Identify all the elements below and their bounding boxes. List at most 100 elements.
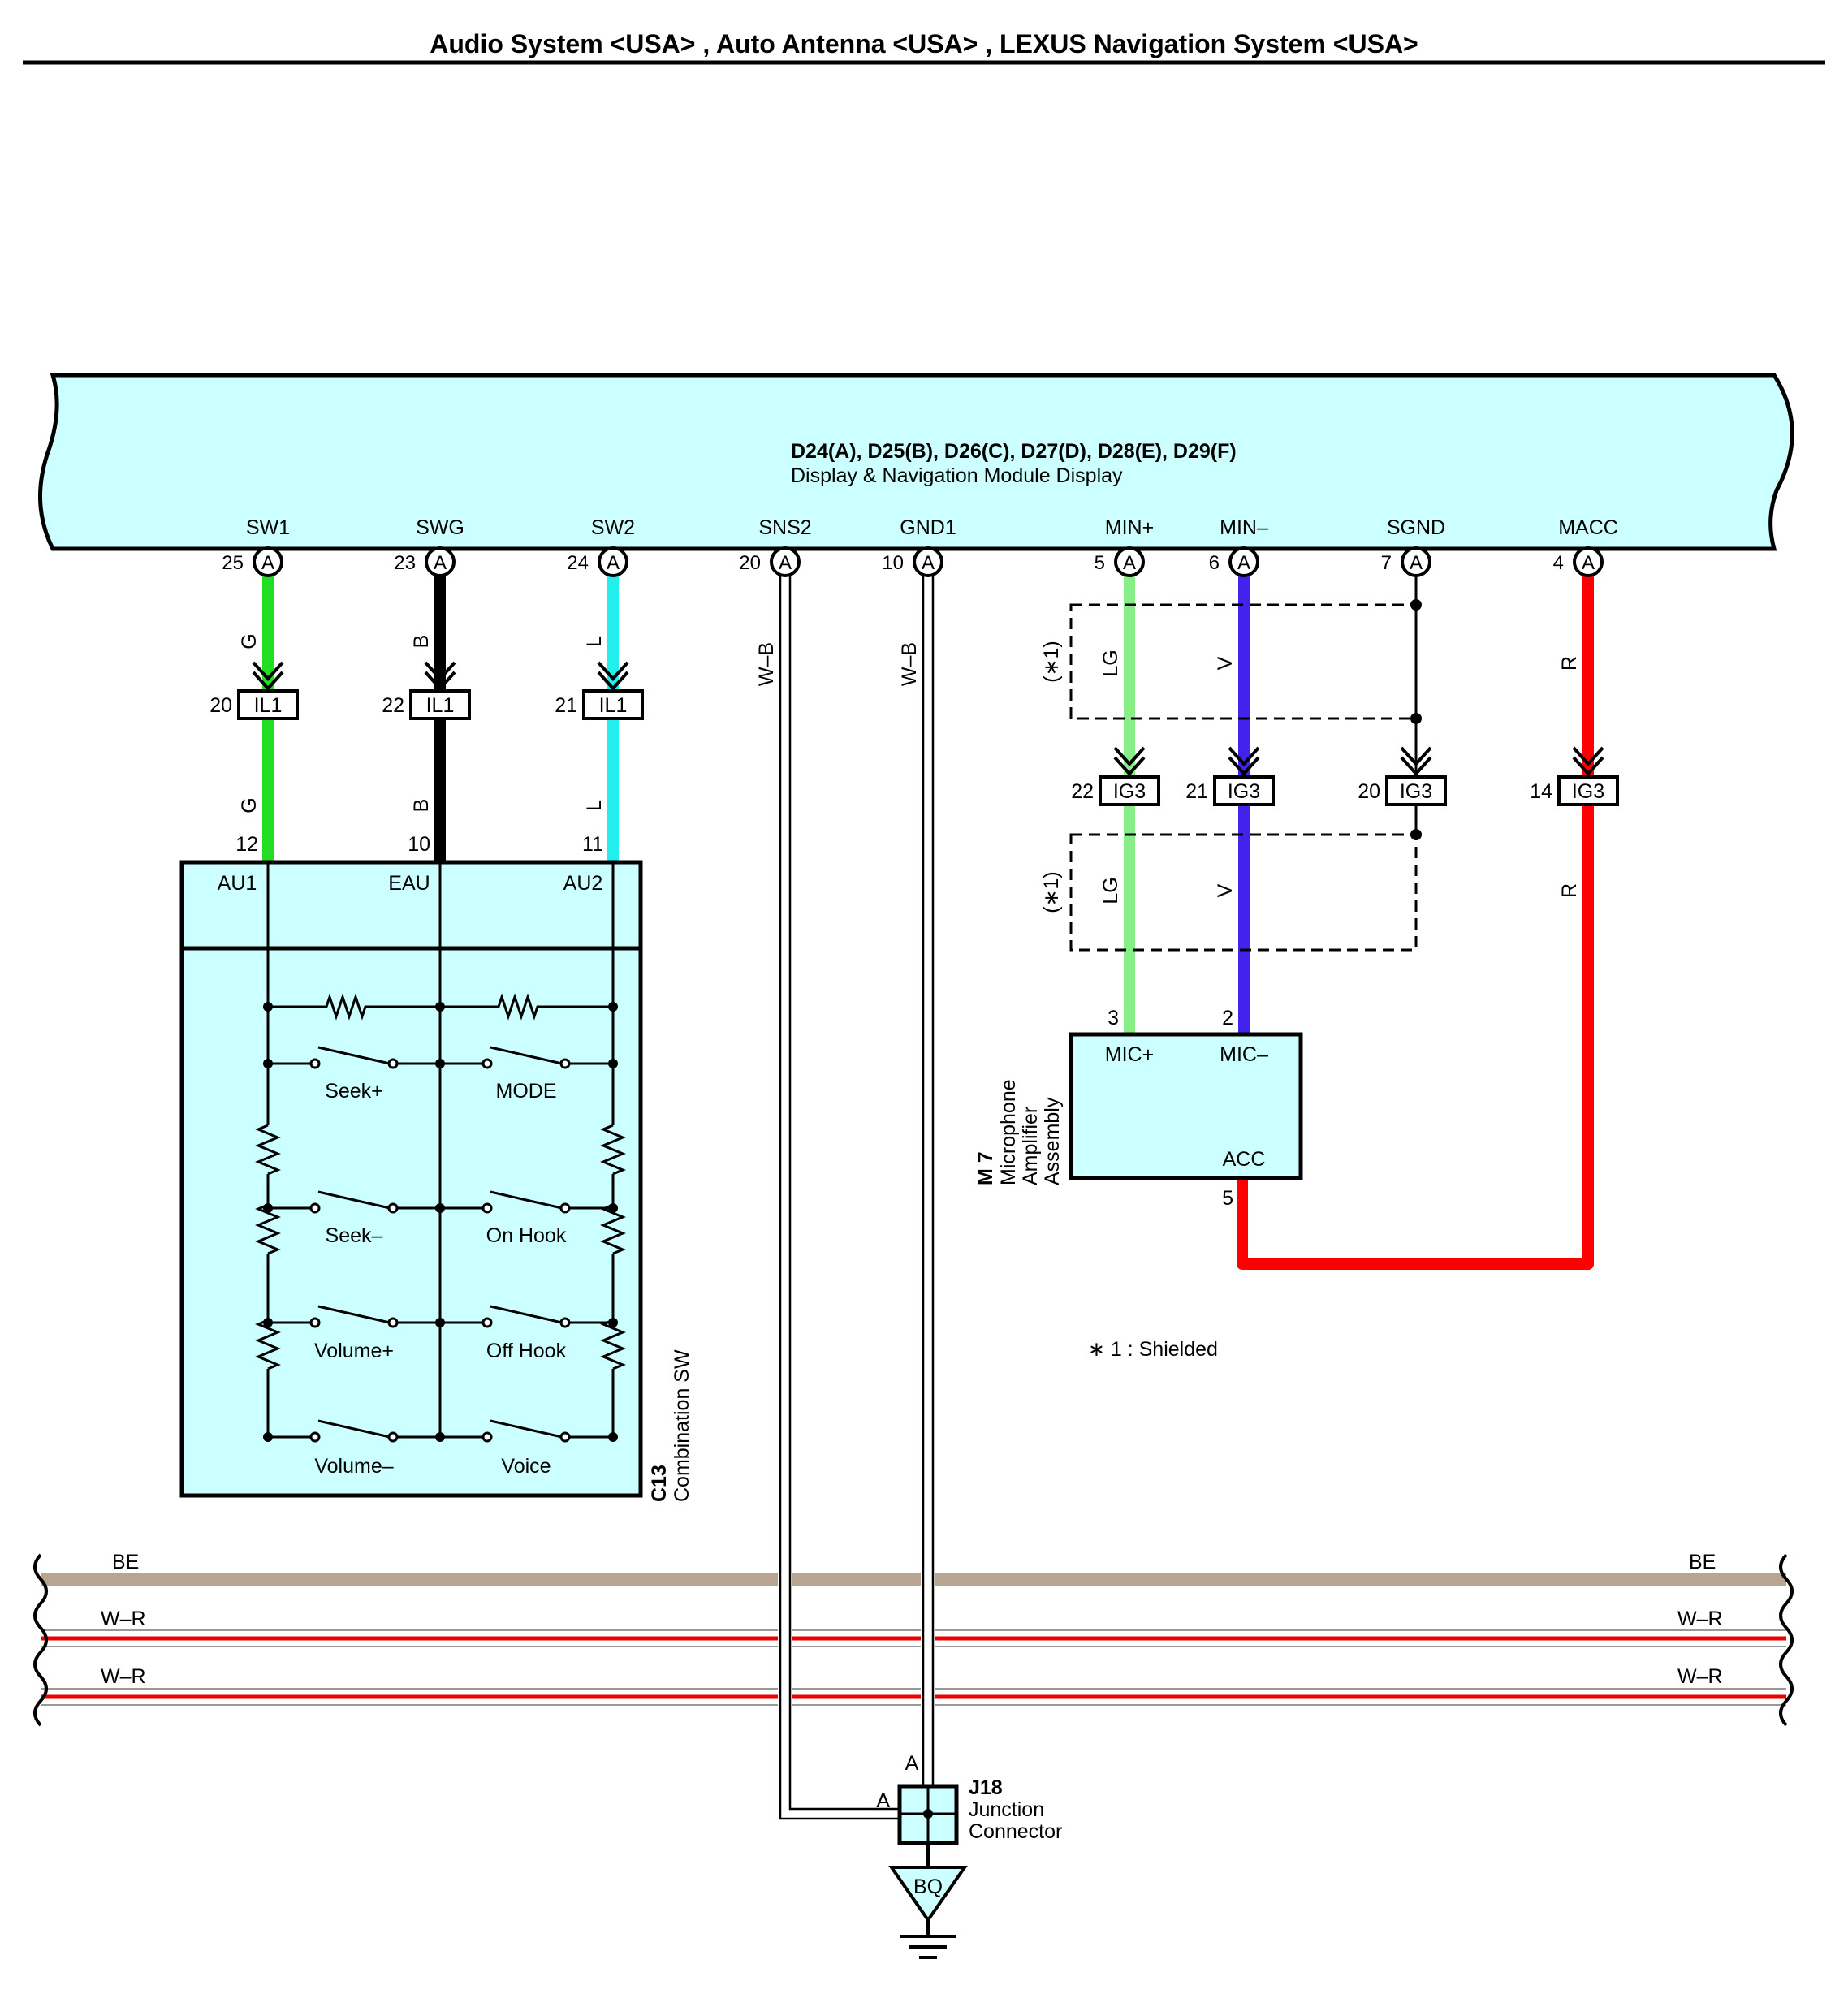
- connector-letter: A: [434, 552, 447, 574]
- harness-label: W–R: [1677, 1665, 1723, 1688]
- wire-label: LG: [1099, 650, 1122, 676]
- switch-label: Seek+: [325, 1080, 383, 1103]
- harness-label: W–R: [101, 1665, 146, 1688]
- wire-w-b-crossing: [778, 1567, 935, 1713]
- switch-label: MODE: [496, 1080, 557, 1103]
- mic-amp-name: Amplifier: [1019, 1107, 1042, 1185]
- harness-label: BE: [1689, 1551, 1716, 1573]
- il1-label: IL1: [426, 694, 455, 717]
- shield-boxes: (∗1) (∗1): [1040, 599, 1422, 952]
- terminal-sgnd: SGND: [1387, 516, 1445, 539]
- ground-symbol: BQ: [888, 1843, 968, 1959]
- mic-amp-name: Microphone: [997, 1079, 1020, 1185]
- mic-pin: 5: [1222, 1187, 1233, 1210]
- wire-label: R: [1558, 883, 1581, 898]
- mic-amp-code: M 7: [974, 1151, 997, 1185]
- pin-number: 20: [739, 552, 761, 574]
- connector-letter: A: [607, 552, 620, 574]
- junction-name: Connector: [969, 1820, 1062, 1843]
- junction-pin-label: A: [876, 1789, 890, 1812]
- pin-number: 4: [1553, 552, 1564, 574]
- pin-number: 24: [567, 552, 589, 574]
- inline-connector-arrows: [252, 661, 1604, 776]
- harness-label: BE: [112, 1551, 139, 1573]
- switch-label: Seek–: [326, 1224, 383, 1247]
- module-terminal-labels: SW1 SWG SW2 SNS2 GND1 MIN+ MIN– SGND MAC…: [246, 516, 1618, 539]
- wire-label: W–B: [755, 642, 778, 686]
- shield-label: (∗1): [1040, 641, 1063, 683]
- wire-label: G: [238, 797, 261, 813]
- il1-connectors: IL1 IL1 IL1 20 22 21: [209, 689, 644, 720]
- combo-pin: 12: [235, 833, 258, 856]
- wire-label: V: [1214, 883, 1237, 897]
- connector-letter: A: [922, 552, 935, 574]
- ig3-label: IG3: [1113, 780, 1146, 803]
- ig3-pin: 21: [1185, 780, 1208, 803]
- switch-label: Volume–: [314, 1455, 393, 1478]
- wire-label: LG: [1099, 877, 1122, 904]
- connector-letter: A: [261, 552, 274, 574]
- mic-terminal-mic-minus: MIC–: [1220, 1043, 1268, 1066]
- wire-w-b-pair: [779, 573, 935, 1820]
- il1-pin: 22: [382, 694, 404, 717]
- combo-sw-name: Combination SW: [671, 1349, 693, 1502]
- ig3-connectors: IG3 IG3 IG3 IG3 22 21 20 14: [1071, 775, 1619, 806]
- pin-number: 6: [1209, 552, 1220, 574]
- terminal-sw2: SW2: [591, 516, 635, 539]
- mic-terminal-mic-plus: MIC+: [1105, 1043, 1154, 1066]
- combo-pin: 11: [582, 833, 603, 856]
- harness-lines: BE BE W–R W–R W–R W–R: [33, 1551, 1794, 1727]
- terminal-sns2: SNS2: [758, 516, 811, 539]
- module-connectors: D24(A), D25(B), D26(C), D27(D), D28(E), …: [791, 440, 1237, 463]
- mic-pin: 3: [1108, 1007, 1119, 1029]
- ig3-label: IG3: [1228, 780, 1260, 803]
- wire-label: V: [1214, 656, 1237, 670]
- terminal-min-minus: MIN–: [1220, 516, 1268, 539]
- wire-r: [1237, 573, 1594, 1270]
- ig3-pin: 14: [1530, 780, 1552, 803]
- harness-label: W–R: [101, 1608, 146, 1630]
- mic-amp-name: Assembly: [1041, 1097, 1064, 1185]
- wire-color-labels: G G B B L L W–B W–B LG LG V V R R: [238, 633, 1581, 904]
- junction-pin-label: A: [905, 1752, 919, 1775]
- junction-name: Junction: [969, 1798, 1044, 1821]
- navigation-module-box: [37, 373, 1794, 551]
- shield-note: ∗ 1 : Shielded: [1088, 1338, 1218, 1361]
- combination-switch-box: [179, 860, 643, 1498]
- wire-label: R: [1558, 656, 1581, 671]
- wire-label: W–B: [898, 642, 921, 686]
- connector-letter: A: [1410, 552, 1423, 574]
- wire-label: B: [410, 799, 433, 813]
- combination-switch: 12 10 11 AU1 EAU AU2: [179, 833, 693, 1502]
- mic-pin: 2: [1222, 1007, 1233, 1029]
- il1-label: IL1: [599, 694, 628, 717]
- mic-amp-box: [1069, 1032, 1303, 1180]
- harness-label: W–R: [1677, 1608, 1723, 1630]
- ground-label: BQ: [913, 1875, 943, 1898]
- connector-letter: A: [779, 552, 792, 574]
- page-title: Audio System <USA> , Auto Antenna <USA> …: [430, 29, 1418, 58]
- wire-label: L: [583, 800, 606, 811]
- terminal-swg: SWG: [416, 516, 464, 539]
- combo-sw-code: C13: [648, 1465, 671, 1502]
- junction-code: J18: [969, 1776, 1003, 1799]
- microphone-amplifier: 3 2 5 MIC+ MIC– ACC M 7 Microphone Ampli…: [974, 1007, 1303, 1210]
- connector-letter: A: [1123, 552, 1136, 574]
- switch-label: On Hook: [486, 1224, 567, 1247]
- terminal-min-plus: MIN+: [1105, 516, 1154, 539]
- connector-letter: A: [1237, 552, 1250, 574]
- wire-label: L: [583, 636, 606, 647]
- wire-label: G: [238, 633, 261, 649]
- terminal-gnd1: GND1: [900, 516, 956, 539]
- pin-number: 25: [222, 552, 244, 574]
- terminal-sw1: SW1: [246, 516, 290, 539]
- module-name: Display & Navigation Module Display: [791, 464, 1123, 487]
- combo-terminal-au2: AU2: [563, 872, 603, 895]
- wire-label: B: [410, 635, 433, 649]
- ig3-pin: 20: [1358, 780, 1380, 803]
- switch-circuit: [255, 862, 626, 1439]
- ig3-label: IG3: [1400, 780, 1432, 803]
- pin-number: 10: [882, 552, 904, 574]
- combo-pin: 10: [408, 833, 430, 856]
